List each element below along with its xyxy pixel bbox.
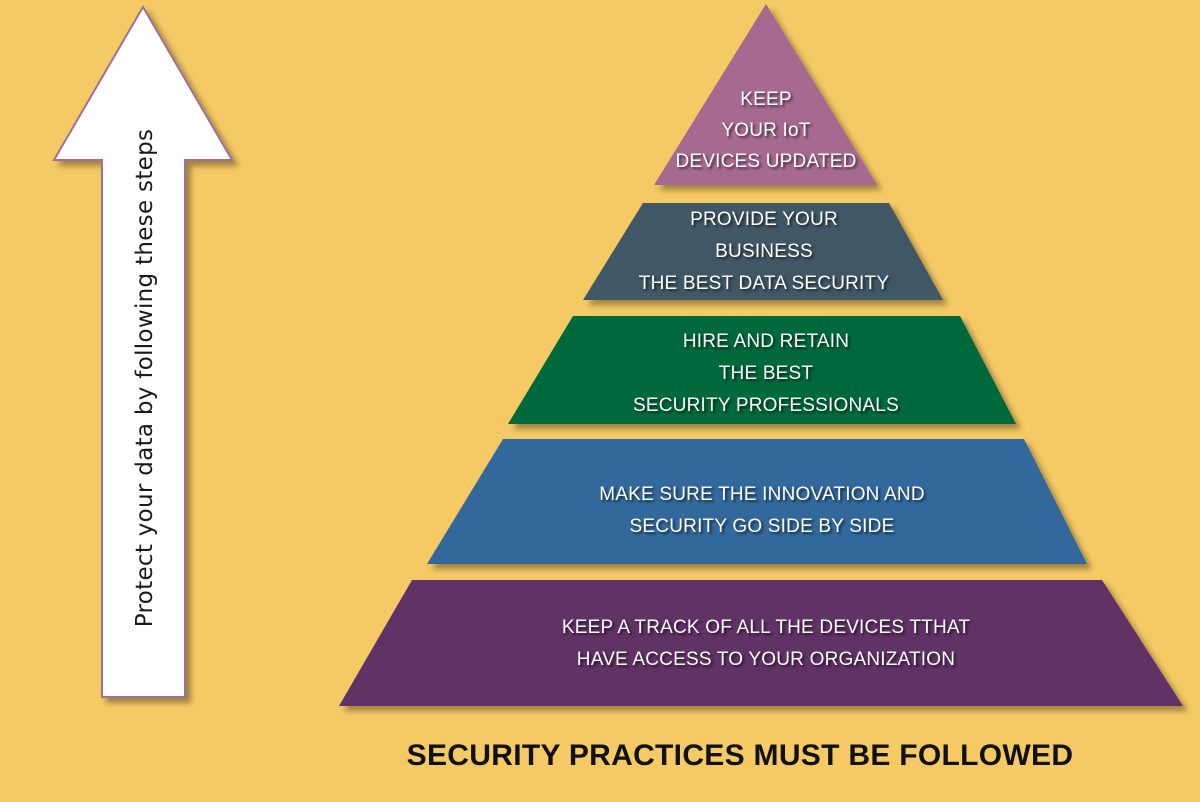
layer-2-line-3: THE BEST DATA SECURITY [638, 273, 890, 294]
pyramid-layer-1-shape [654, 4, 877, 185]
diagram-caption: SECURITY PRACTICES MUST BE FOLLOWED [406, 739, 1074, 772]
pyramid-layer-5-shape [339, 580, 1183, 706]
layer-4-line-1: MAKE SURE THE INNOVATION AND [599, 484, 925, 505]
layer-2-line-2: BUSINESS [715, 241, 813, 262]
pyramid-layer-4-shape [427, 439, 1087, 564]
arrow-label: Protect your data by following these ste… [132, 128, 158, 628]
pyramid-layer-2-text: PROVIDE YOUR BUSINESS THE BEST DATA SECU… [639, 204, 889, 300]
layer-3-line-1: HIRE AND RETAIN [682, 331, 850, 352]
layer-1-line-3: DEVICES UPDATED [675, 151, 857, 172]
pyramid-layer-4-text: MAKE SURE THE INNOVATION AND SECURITY GO… [599, 479, 924, 543]
layer-5-line-2: HAVE ACCESS TO YOUR ORGANIZATION [576, 649, 956, 670]
pyramid-layer-5-text: KEEP A TRACK OF ALL THE DEVICES TTHAT HA… [562, 612, 970, 676]
pyramid-layer-1-text: KEEP YOUR IoT DEVICES UPDATED [675, 84, 856, 177]
pyramid-layer-3-shape [508, 316, 1016, 424]
pyramid-layer-3-text: HIRE AND RETAIN THE BEST SECURITY PROFES… [633, 326, 899, 422]
layer-4-line-2: SECURITY GO SIDE BY SIDE [629, 516, 895, 537]
layer-5-line-1: KEEP A TRACK OF ALL THE DEVICES TTHAT [561, 617, 971, 638]
layer-2-line-1: PROVIDE YOUR [690, 209, 838, 230]
pyramid-layer-2-shape [583, 203, 943, 300]
layer-3-line-3: SECURITY PROFESSIONALS [633, 395, 899, 416]
layer-3-line-2: THE BEST [718, 363, 814, 384]
up-arrow-icon [52, 5, 234, 698]
layer-1-line-2: YOUR IoT [721, 120, 811, 141]
layer-1-line-1: KEEP [740, 89, 792, 110]
